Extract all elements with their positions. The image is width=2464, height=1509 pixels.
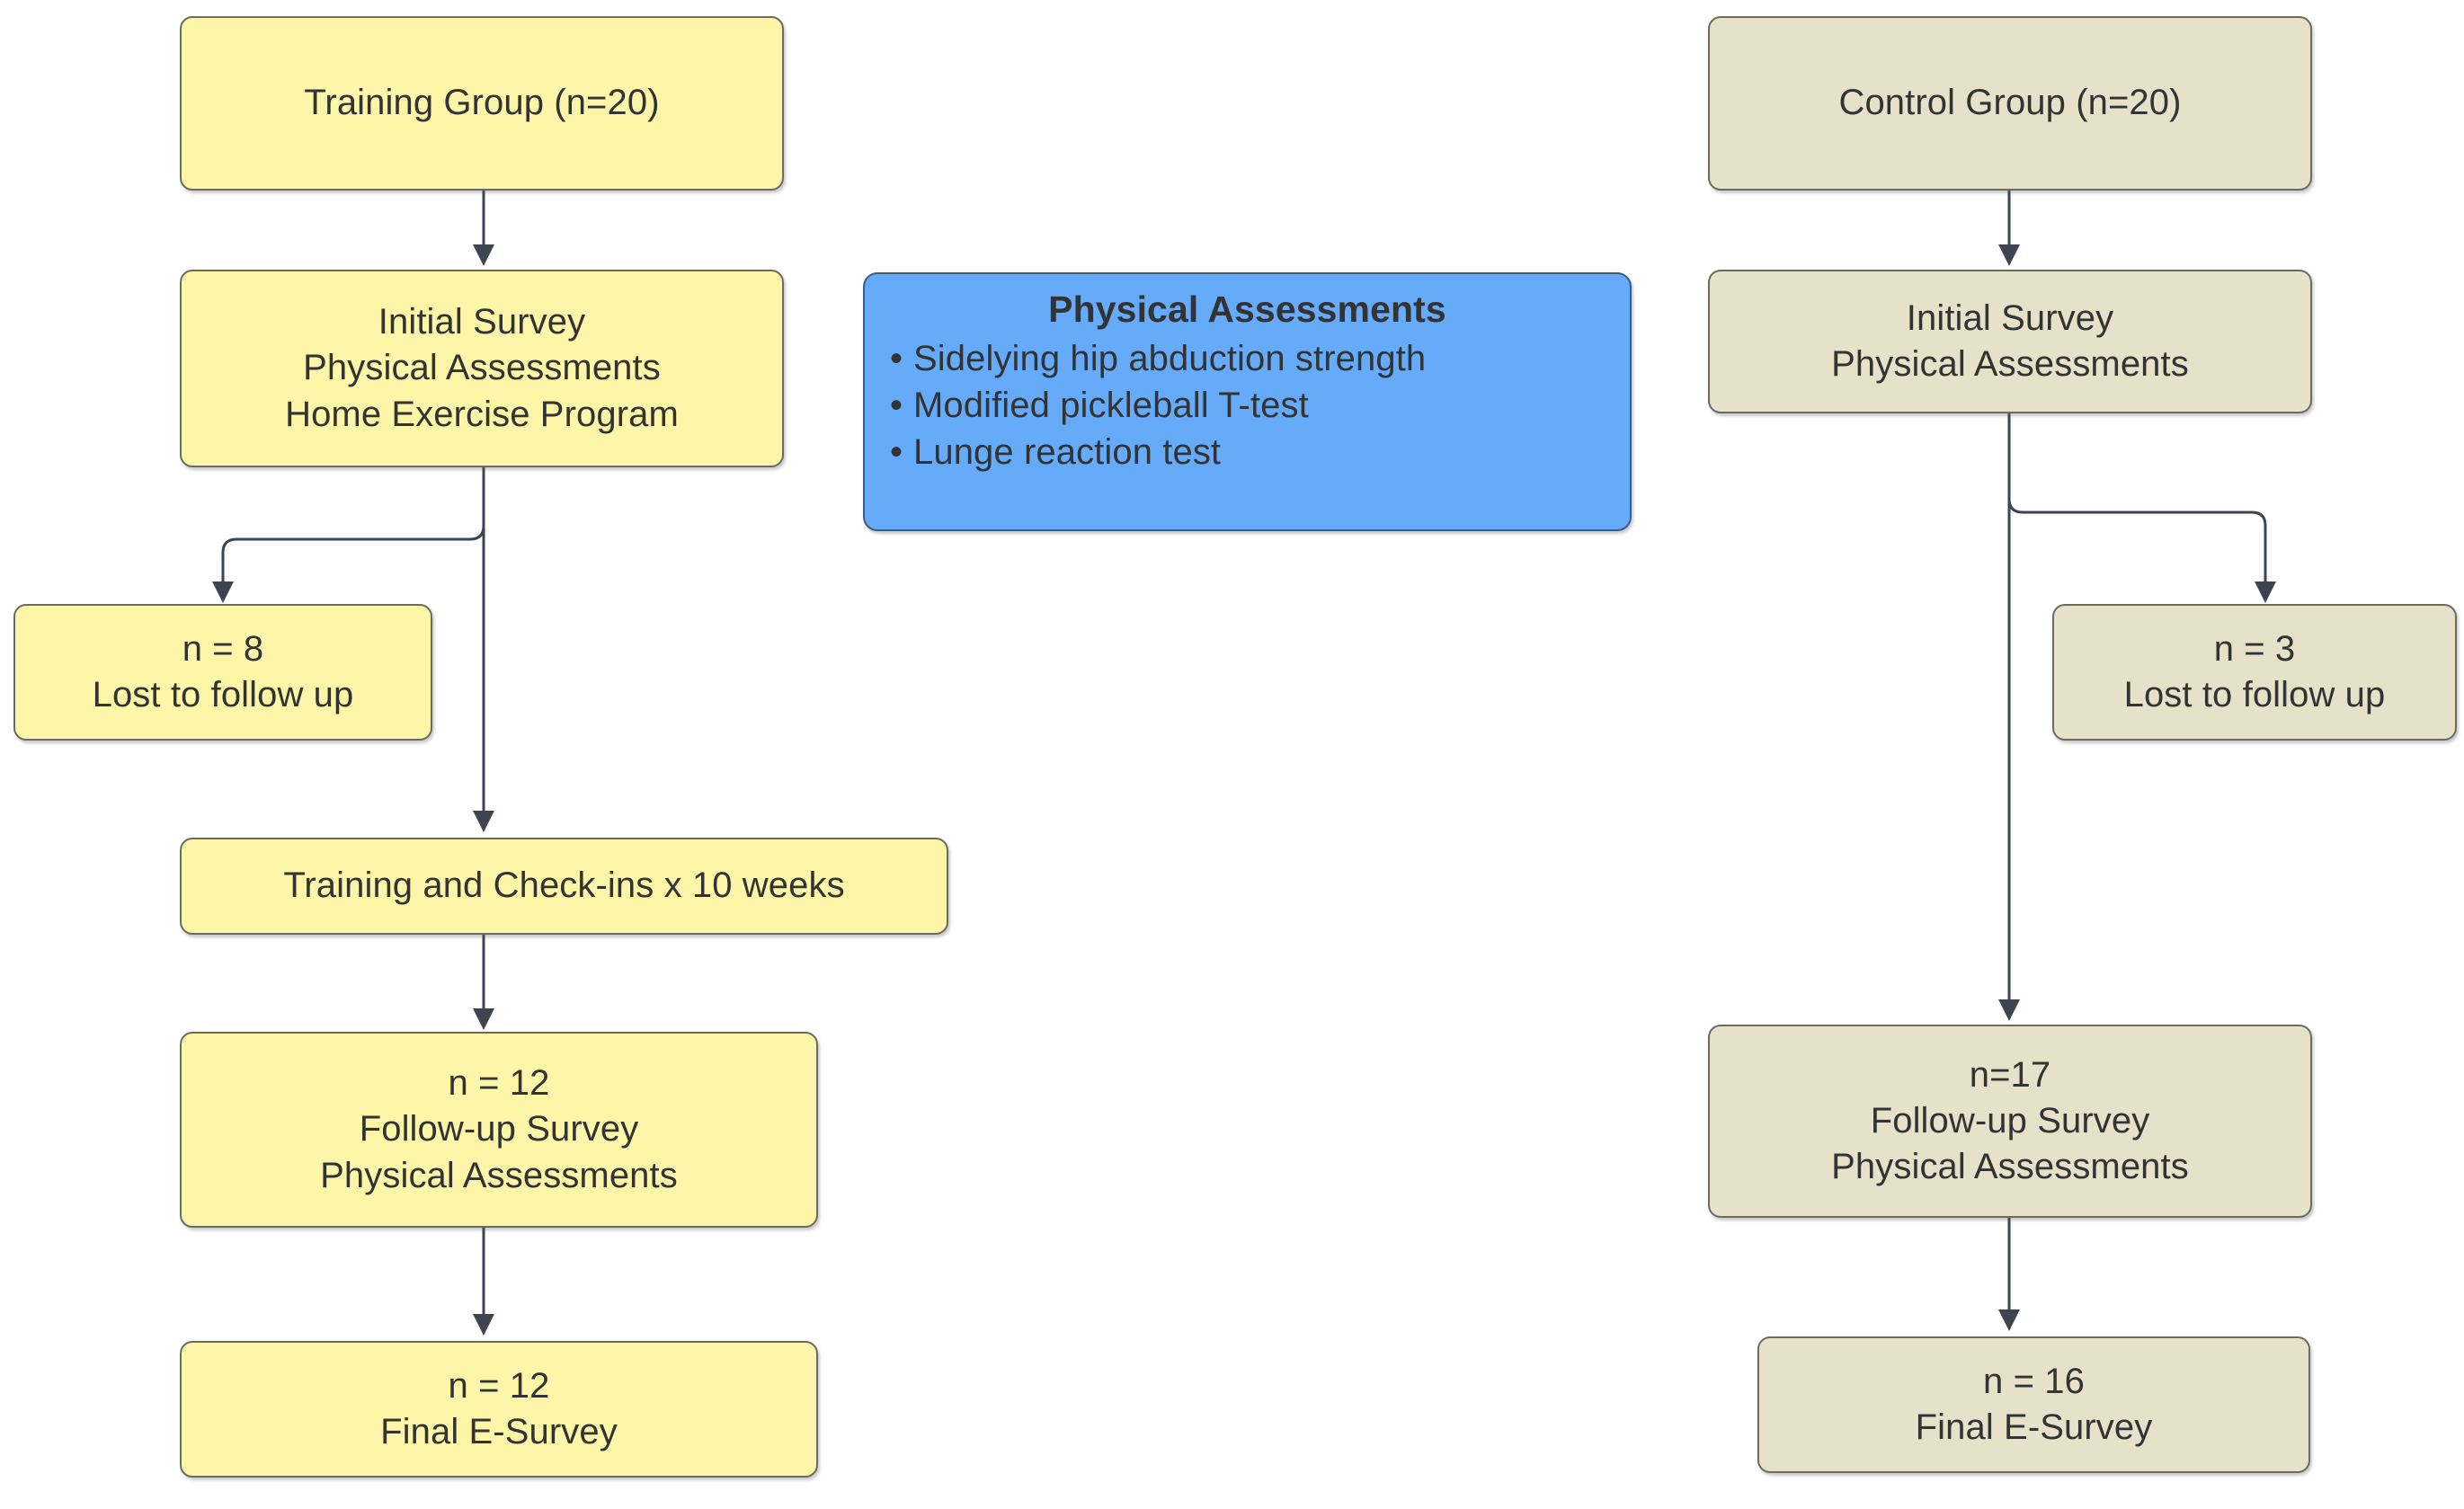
training-final-label: Final E-Survey <box>380 1412 618 1451</box>
callout-list-item: • Modified pickleball T-test <box>885 382 1610 429</box>
bullet-icon: • <box>890 339 903 379</box>
node-control-followup[interactable]: n=17 Follow-up Survey Physical Assessmen… <box>1708 1025 2312 1218</box>
callout-list-item: • Lunge reaction test <box>885 429 1610 475</box>
training-initial-line-1: Initial Survey <box>378 302 586 342</box>
callout-item-text: Sidelying hip abduction strength <box>913 339 1427 379</box>
callout-item-list: • Sidelying hip abduction strength • Mod… <box>885 335 1610 475</box>
training-final-count: n = 12 <box>448 1365 550 1406</box>
training-lost-label: Lost to follow up <box>92 675 354 715</box>
control-initial-line-1: Initial Survey <box>1906 297 2114 338</box>
node-training-period[interactable]: Training and Check-ins x 10 weeks <box>180 838 948 935</box>
node-training-group-header[interactable]: Training Group (n=20) <box>180 16 784 191</box>
training-period-label: Training and Check-ins x 10 weeks <box>283 865 845 906</box>
node-training-final-survey[interactable]: n = 12 Final E-Survey <box>180 1341 818 1478</box>
node-training-followup[interactable]: n = 12 Follow-up Survey Physical Assessm… <box>180 1032 818 1228</box>
training-followup-line-3: Physical Assessments <box>320 1155 678 1195</box>
bullet-icon: • <box>890 386 903 426</box>
callout-item-text: Modified pickleball T-test <box>913 386 1309 426</box>
training-followup-line-2: Follow-up Survey <box>359 1109 639 1150</box>
control-followup-line-3: Physical Assessments <box>1831 1147 2189 1187</box>
control-lost-count: n = 3 <box>2213 628 2296 669</box>
callout-list-item: • Sidelying hip abduction strength <box>885 335 1610 382</box>
node-control-group-header[interactable]: Control Group (n=20) <box>1708 16 2312 191</box>
edge-control-initial-to-lost-right <box>2007 413 2276 603</box>
node-physical-assessments-callout[interactable]: Physical Assessments • Sidelying hip abd… <box>863 272 1632 531</box>
bullet-icon: • <box>890 432 903 473</box>
callout-item-text: Lunge reaction test <box>913 432 1222 473</box>
control-group-header-label: Control Group (n=20) <box>1838 83 2182 123</box>
control-initial-line-2: Physical Assessments <box>1831 344 2189 384</box>
control-final-count: n = 16 <box>1983 1361 2085 1401</box>
node-training-initial-survey[interactable]: Initial Survey Physical Assessments Home… <box>180 270 784 467</box>
training-group-header-label: Training Group (n=20) <box>304 83 660 123</box>
control-followup-count: n=17 <box>1969 1054 2051 1095</box>
node-control-initial-survey[interactable]: Initial Survey Physical Assessments <box>1708 270 2312 413</box>
training-followup-count: n = 12 <box>448 1063 550 1104</box>
node-control-final-survey[interactable]: n = 16 Final E-Survey <box>1757 1336 2310 1473</box>
node-training-lost-to-follow-up[interactable]: n = 8 Lost to follow up <box>13 604 432 741</box>
control-final-label: Final E-Survey <box>1915 1407 2153 1447</box>
training-lost-count: n = 8 <box>182 628 264 669</box>
callout-title: Physical Assessments <box>1048 288 1446 330</box>
control-lost-label: Lost to follow up <box>2123 675 2386 715</box>
training-initial-line-3: Home Exercise Program <box>285 394 679 434</box>
control-followup-line-2: Follow-up Survey <box>1870 1100 2150 1141</box>
training-initial-line-2: Physical Assessments <box>303 348 661 388</box>
edge-initial-to-lost-left <box>212 467 485 603</box>
node-control-lost-to-follow-up[interactable]: n = 3 Lost to follow up <box>2052 604 2457 741</box>
